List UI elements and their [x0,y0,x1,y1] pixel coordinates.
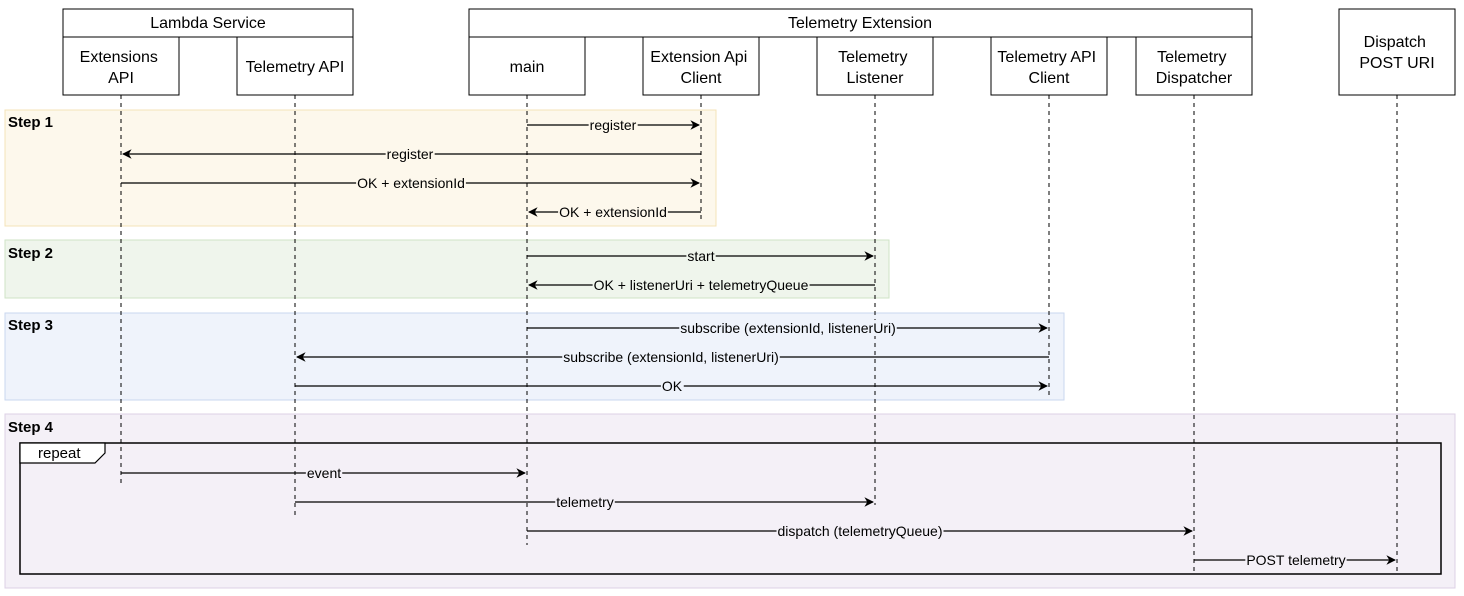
message-label-m1: register [590,117,637,133]
message-label-background [592,277,810,293]
telemetry-listener-label: Telemetry Listener [838,49,912,87]
message-label-m9: OK [662,378,683,394]
message-label-background [588,117,638,133]
message-label-background [385,146,435,162]
lambda-service-group [62,8,354,38]
message-label-background [555,494,615,510]
message-label-m10: event [307,465,341,481]
dispatch-post-uri-label: Dispatch POST URI [1359,34,1434,72]
message-label-m4: OK + extensionId [559,204,667,220]
telemetry-api-box [236,36,354,96]
message-label-background [305,465,343,481]
telemetry-extension-title: Telemetry Extension [788,15,932,32]
repeat-fragment [19,442,1442,575]
dispatch-post-uri-box [1338,8,1456,96]
message-label-background [776,523,944,539]
extension-api-client-label: Extension Api Client [650,49,751,87]
message-label-background [356,175,466,191]
telemetry-api-label: Telemetry API [246,59,345,76]
step1-label: Step 1 [8,114,53,131]
telemetry-extension-group [468,8,1253,38]
message-label-background [679,320,897,336]
telemetry-listener-box [816,36,934,96]
telemetry-dispatcher-label: Telemetry Dispatcher [1156,49,1233,87]
message-label-m3: OK + extensionId [357,175,465,191]
message-label-m5: start [687,248,714,264]
message-label-background [1245,552,1347,568]
message-label-background [562,349,780,365]
main-label: main [510,59,545,76]
telemetry-dispatcher-box [1135,36,1253,96]
message-label-background [660,378,684,394]
telemetry-api-client-label: Telemetry API Client [997,49,1100,87]
telemetry-api-client-box [990,36,1108,96]
message-label-m11: telemetry [556,494,614,510]
step3-label: Step 3 [8,317,53,334]
message-label-m13: POST telemetry [1246,552,1345,568]
extension-api-client-box [642,36,760,96]
message-label-m2: register [387,146,434,162]
message-label-m7: subscribe (extensionId, listenerUri) [680,320,896,336]
message-label-m12: dispatch (telemetryQueue) [778,523,943,539]
extensions-api-label: Extensions API [80,49,163,87]
message-label-m6: OK + listenerUri + telemetryQueue [594,277,809,293]
message-label-background [558,204,668,220]
step4-label: Step 4 [8,419,54,436]
main-box [468,36,586,96]
repeat-fragment-tab [19,442,106,464]
step2-label: Step 2 [8,245,53,262]
extensions-api-box [62,36,180,96]
lambda-service-title: Lambda Service [150,15,266,32]
message-label-background [686,248,716,264]
step4-region [4,413,1456,589]
repeat-label: repeat [38,445,81,462]
message-label-m8: subscribe (extensionId, listenerUri) [563,349,779,365]
